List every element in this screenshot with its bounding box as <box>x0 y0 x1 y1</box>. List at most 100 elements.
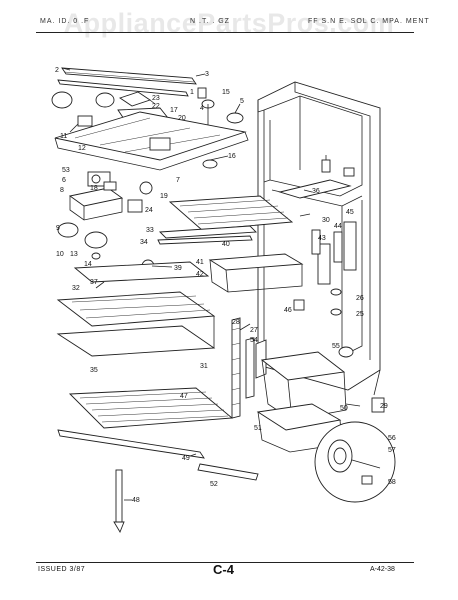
callout-17: 17 <box>170 107 178 114</box>
part-47-wire-shelf <box>68 387 234 429</box>
callout-40: 40 <box>222 241 230 248</box>
callout-57: 57 <box>388 447 396 454</box>
callout-43: 43 <box>318 235 326 242</box>
part-5-dial <box>226 112 244 124</box>
part-51-crisper-lower <box>256 403 343 453</box>
footer-rule <box>36 562 414 563</box>
callout-35: 35 <box>90 367 98 374</box>
part-19-bulb <box>139 181 153 195</box>
callout-15: 15 <box>222 89 230 96</box>
callout-3: 3 <box>205 71 209 78</box>
callout-25: 25 <box>356 311 364 318</box>
callout-44: 44 <box>334 223 342 230</box>
part-2-trim-bar <box>61 67 197 85</box>
callout-6: 6 <box>62 177 66 184</box>
callout-42: 42 <box>196 271 204 278</box>
part-33-shelf-trim <box>158 225 258 239</box>
callout-14: 14 <box>84 261 92 268</box>
callout-29: 29 <box>380 403 388 410</box>
callout-13: 13 <box>70 251 78 258</box>
callout-labels: 2 3 1 4 23 22 20 17 15 5 11 12 53 16 6 7… <box>55 67 396 504</box>
part-53-divider-panel <box>54 111 249 171</box>
part-55-foot <box>338 346 354 358</box>
callout-47: 47 <box>180 393 188 400</box>
callout-19: 19 <box>160 193 168 200</box>
part-10-knob <box>84 231 108 249</box>
part-28-ladder <box>231 317 241 419</box>
callout-22: 22 <box>152 103 160 110</box>
callout-33: 33 <box>146 227 154 234</box>
callout-54: 54 <box>250 337 258 344</box>
callout-12: 12 <box>78 145 86 152</box>
callout-8: 8 <box>60 187 64 194</box>
callout-4: 4 <box>200 105 204 112</box>
part-40-wire-shelf <box>168 195 294 231</box>
callout-50: 50 <box>340 405 348 412</box>
callout-27: 27 <box>250 327 258 334</box>
callout-55: 55 <box>332 343 340 350</box>
part-52-toe-grille <box>197 463 259 481</box>
part-44-support <box>333 231 343 263</box>
callout-20: 20 <box>178 115 186 122</box>
part-36-freezer-shelf <box>278 179 352 199</box>
part-26-screw <box>330 288 342 296</box>
part-27-rail <box>245 337 255 399</box>
callout-5: 5 <box>240 98 244 105</box>
part-41-pan-cover <box>208 253 304 293</box>
part-48-rod <box>113 469 125 534</box>
part-18-switch <box>103 181 117 191</box>
part-50-crisper-drawer <box>260 351 347 421</box>
callout-11: 11 <box>60 133 67 140</box>
part-45-bracket <box>343 221 357 271</box>
part-14-clip <box>91 252 101 260</box>
callout-9: 9 <box>56 225 60 232</box>
part-43-cover <box>311 229 321 255</box>
part-9-dial <box>57 222 79 238</box>
part-46-clip <box>293 299 305 311</box>
callout-45: 45 <box>346 209 354 216</box>
callout-23: 23 <box>152 95 160 102</box>
callout-49: 49 <box>182 455 190 462</box>
leader-lines <box>61 67 361 501</box>
callout-37: 37 <box>90 279 98 286</box>
part-16-disc <box>202 159 218 169</box>
callout-7: 7 <box>176 177 180 184</box>
callout-18: 18 <box>90 185 98 192</box>
header-center-text: N .T. . GZ <box>190 18 230 25</box>
part-29-leveler <box>371 397 385 413</box>
part-54-rail <box>255 339 267 379</box>
part-30-channel <box>317 243 331 285</box>
part-35-shelf <box>56 325 216 357</box>
part-24-socket <box>127 199 143 213</box>
part-49-trim <box>57 429 205 459</box>
callout-10: 10 <box>56 251 64 258</box>
issued-date: ISSUED 3/87 <box>38 566 86 573</box>
callout-52: 52 <box>210 481 218 488</box>
callout-1: 1 <box>190 89 194 96</box>
callout-30: 30 <box>322 217 330 224</box>
document-number: A-42-38 <box>370 566 395 573</box>
callout-28: 28 <box>232 319 240 326</box>
callout-48: 48 <box>132 497 140 504</box>
callout-36: 36 <box>312 188 320 195</box>
callout-46: 46 <box>284 307 292 314</box>
callout-34: 34 <box>140 239 148 246</box>
watermark: AppliancePartsPros.com <box>63 8 395 38</box>
header-rule <box>36 32 414 33</box>
part-34-shelf-rail <box>157 235 253 245</box>
part-8-control-housing <box>68 187 124 221</box>
part-4-bracket <box>197 87 207 99</box>
callout-16: 16 <box>228 153 236 160</box>
callout-2: 2 <box>55 67 59 74</box>
part-1-trim-strip <box>57 79 189 97</box>
inset-detail-roller <box>314 421 396 503</box>
callout-32: 32 <box>72 285 80 292</box>
callout-56: 56 <box>388 435 396 442</box>
callout-24: 24 <box>145 207 153 214</box>
part-25-spacer <box>330 308 342 316</box>
header-model-text: MA. ID. 0 .F <box>40 18 90 25</box>
callout-58: 58 <box>388 479 396 486</box>
callout-31: 31 <box>200 363 208 370</box>
